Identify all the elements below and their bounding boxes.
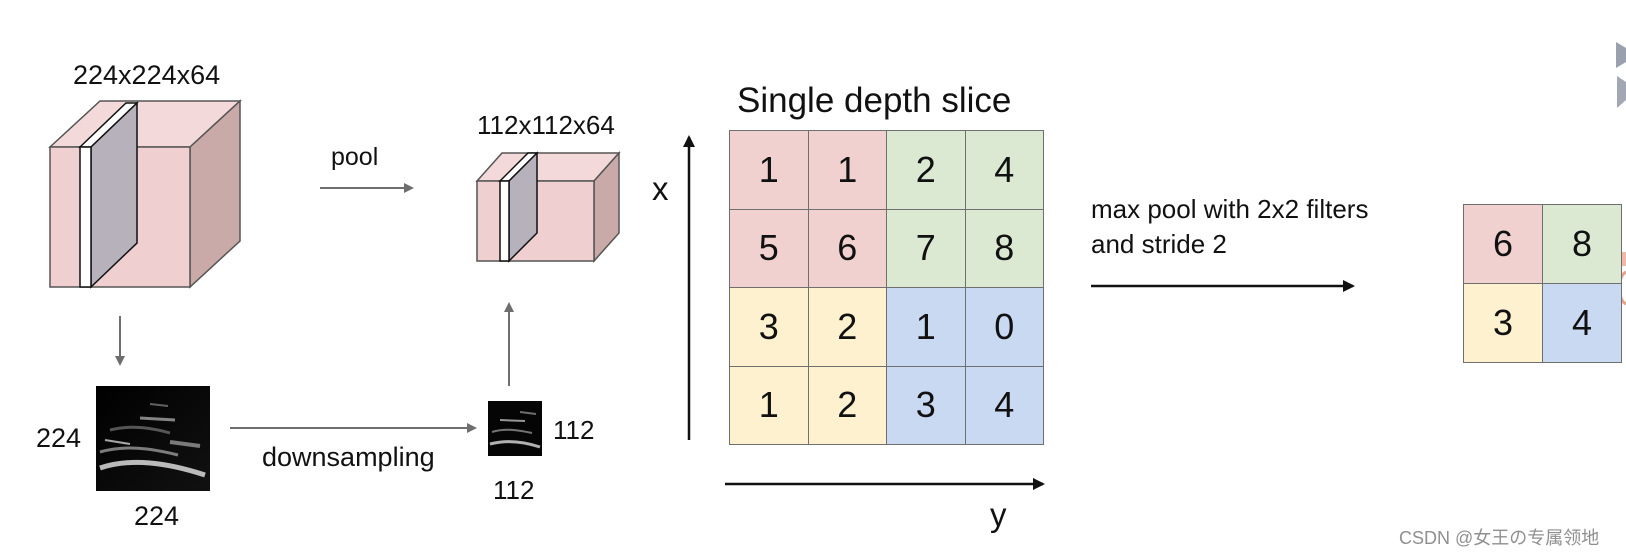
downsampling-label: downsampling (262, 442, 435, 472)
small-slice-front (499, 180, 510, 262)
image-small-frame (488, 401, 542, 456)
image-large-height-label: 224 (36, 423, 82, 453)
image-large-width-label: 224 (134, 501, 180, 531)
volume-large (48, 99, 242, 289)
input-grid-cell: 1 (886, 287, 966, 367)
pool-label: pool (331, 143, 379, 171)
input-grid-cell: 0 (964, 287, 1044, 367)
input-grid-cell: 6 (807, 208, 887, 288)
output-grid-cell: 8 (1542, 204, 1622, 284)
operation-label-line2: and stride 2 (1091, 229, 1227, 259)
volume-small (475, 151, 621, 263)
input-grid-cell: 5 (729, 208, 809, 288)
input-grid-cell: 4 (964, 365, 1044, 445)
image-small (488, 401, 542, 456)
input-grid-cell: 8 (964, 208, 1044, 288)
input-grid-cell: 1 (807, 130, 887, 210)
image-small-height-label: 112 (553, 415, 595, 445)
slice-title: Single depth slice (737, 81, 1012, 120)
x-axis-label: x (652, 170, 669, 207)
watermark: CSDN @女王の专属领地 (1399, 528, 1600, 548)
input-grid-cell: 3 (886, 365, 966, 445)
image-small-width-label: 112 (493, 475, 535, 505)
input-grid-cell: 1 (729, 365, 809, 445)
volume-large-label: 224x224x64 (73, 60, 221, 90)
operation-label-line1: max pool with 2x2 filters (1091, 194, 1369, 224)
image-large-frame (96, 386, 210, 491)
volume-small-label: 112x112x64 (477, 110, 615, 140)
output-grid-cell: 4 (1542, 283, 1622, 363)
output-grid-cell: 6 (1463, 204, 1543, 284)
input-grid-cell: 1 (729, 130, 809, 210)
y-axis-label: y (990, 496, 1007, 533)
input-grid-cell: 7 (886, 208, 966, 288)
output-grid-cell: 3 (1463, 283, 1543, 363)
image-large (96, 386, 210, 491)
input-grid-cell: 2 (886, 130, 966, 210)
input-grid-cell: 4 (964, 130, 1044, 210)
input-grid-cell: 2 (807, 287, 887, 367)
input-grid-cell: 2 (807, 365, 887, 445)
slice-front (79, 146, 92, 288)
input-grid-cell: 3 (729, 287, 809, 367)
